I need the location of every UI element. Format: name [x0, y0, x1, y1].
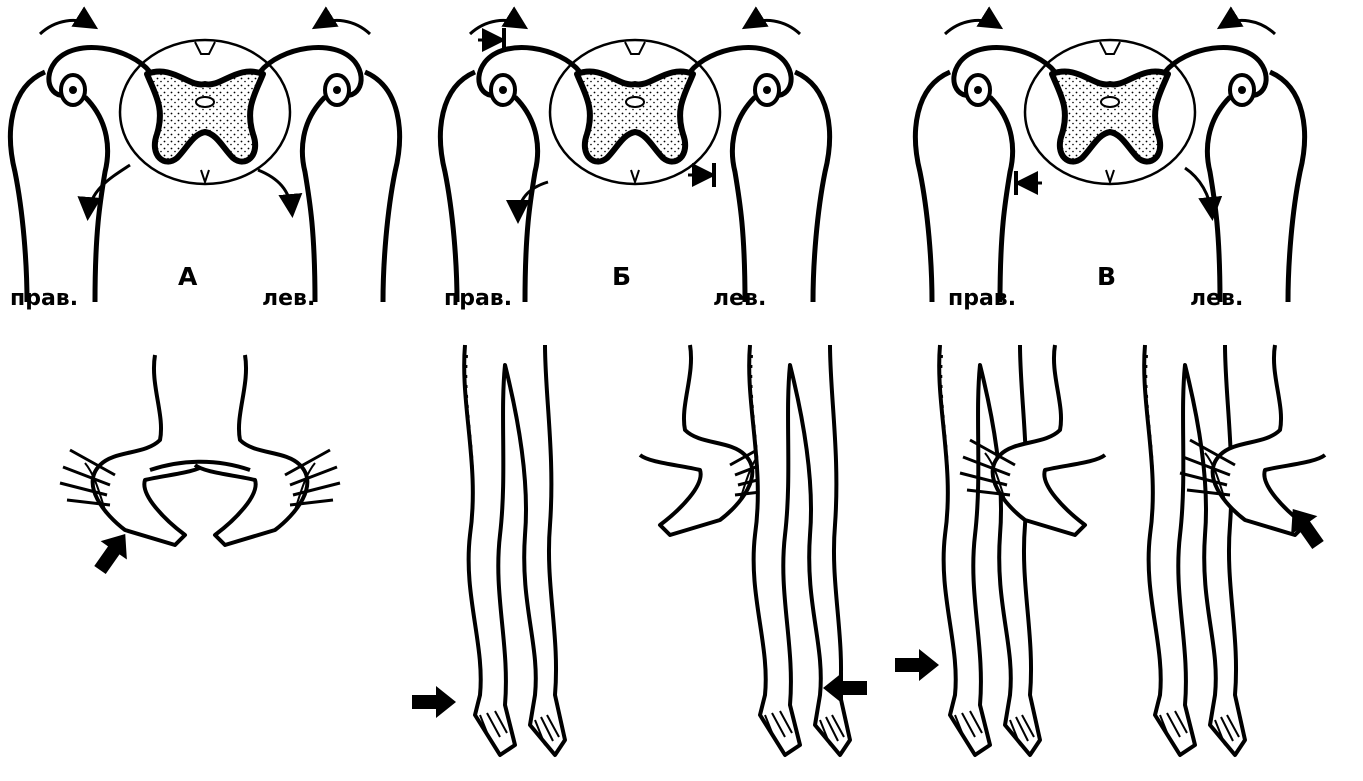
panel-c-cord — [915, 20, 1304, 302]
panel-c-legs — [895, 345, 1331, 755]
label-left: лев. — [1190, 286, 1243, 311]
panel-b-legs — [412, 345, 867, 755]
panel-letter-c: В — [1097, 262, 1116, 291]
panel-letter-b: Б — [612, 262, 631, 291]
label-right: прав. — [444, 286, 512, 311]
panel-b-cord — [440, 20, 829, 302]
stimulus-arrow-icon — [895, 649, 939, 681]
panel-a-cord — [10, 20, 399, 302]
stimulus-arrow-icon — [412, 686, 456, 718]
label-right: прав. — [948, 286, 1016, 311]
panel-a-legs — [60, 355, 340, 579]
inhibition-bar-icon — [478, 28, 504, 52]
label-left: лев. — [262, 286, 315, 311]
label-right: прав. — [10, 286, 78, 311]
panel-letter-a: А — [178, 262, 198, 291]
label-left: лев. — [713, 286, 766, 311]
inhibition-bar-icon — [1016, 171, 1042, 195]
